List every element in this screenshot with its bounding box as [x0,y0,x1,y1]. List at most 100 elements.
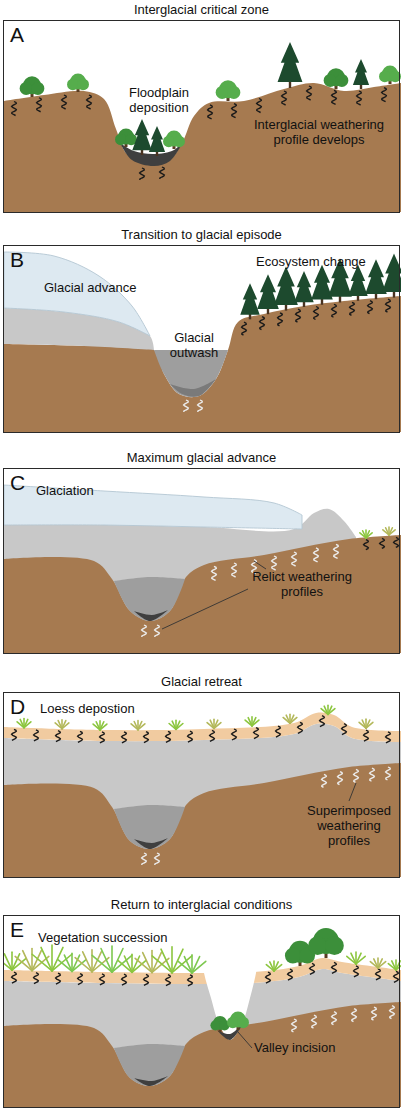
tree-crown [67,79,79,91]
tree-crown [335,74,348,87]
weathering-squiggle [364,540,369,550]
grass-blade [396,964,401,970]
weathering-squiggle [122,974,127,985]
weathering-squiggle [357,91,362,105]
weathering-squiggle [298,722,303,733]
grass-blade [58,721,62,729]
weathering-squiggle [372,1007,377,1020]
outwash-base [170,379,216,397]
annotation-label: Glaciation [36,483,156,498]
weathering-squiggle [307,86,312,100]
grass-blade [111,946,113,972]
conifer-tree [353,59,369,85]
weathering-squiggle [160,167,165,179]
grass-blade [124,956,132,972]
weathering-squiggle [354,966,359,977]
weathering-squiggle [212,566,217,580]
weathering-squiggle [254,728,259,739]
grass-blade [171,947,173,973]
tree-crown [324,74,337,87]
annotation-label: Loess depostion [40,701,190,716]
weathering-squiggle [37,98,42,112]
conifer-tree [240,283,259,314]
grass-blade [101,949,112,973]
leader-line [162,589,248,629]
incised-valley [200,946,260,1040]
tree-crown [325,936,344,955]
weathering-squiggle [314,548,319,562]
tree-crown [227,1017,239,1029]
conifer-tree [274,267,298,305]
weathering-squiggle [56,731,61,742]
weathering-squiggle [232,104,237,118]
weathering-squiggle [142,853,147,865]
weathering-squiggle [292,552,297,566]
grass-blade [152,956,172,973]
weathering-squiggle [332,962,337,973]
panel-letter: C [10,471,25,495]
weathering-squiggle [62,95,67,109]
grass-blade [274,965,282,971]
weathering-squiggle [314,307,319,320]
panel-box: Glacial retreatD [3,692,400,878]
weathering-squiggle [100,974,105,985]
grass-blade [96,722,100,730]
weathering-squiggle [12,972,17,983]
annotation-label: Vegetation succession [38,930,208,945]
weathering-squiggle [257,99,262,113]
grass-blade [24,722,31,728]
weathering-squiggle [350,302,355,315]
weathering-squiggle [144,732,149,743]
tree-crown [285,948,301,964]
conifer-tree [278,42,303,82]
weathering-squiggle [34,973,39,984]
grass-blade [374,959,378,968]
conifer-tree [149,126,165,152]
annotation-label: Superimposed weathering profiles [300,803,398,848]
annotation-label: Glacial advance [44,280,164,295]
leader-line [254,561,266,569]
panel-title: Return to interglacial conditions [4,897,399,913]
grass-blade [290,717,297,723]
grass-blade [214,723,221,729]
weathering-squiggle [394,971,399,982]
grass-blade [270,962,274,971]
grass-blade [252,720,259,726]
tree-crown [20,82,33,95]
weathering-squiggle [342,724,347,735]
grass-blade [143,953,152,973]
weathering-squiggle [155,625,160,637]
grass-blade [62,723,69,729]
weathering-squiggle [34,730,39,741]
weathering-squiggle [386,767,391,780]
panel-illustration [4,928,401,1107]
annotation-label: Glacial outwash [154,330,234,360]
weathering-squiggle [282,91,287,105]
weathering-squiggle [334,544,339,558]
weathering-squiggle [198,400,203,412]
grass-blade [362,720,366,728]
valley-fill [114,577,185,621]
grass-blade [112,949,123,973]
grass-blade [366,533,372,538]
tree-crown [379,71,391,83]
weathering-squiggle [376,969,381,980]
weathering-squiggle [386,732,391,743]
tree-crown [77,79,89,91]
weathering-squiggle [354,769,359,782]
panel-box: Interglacial critical zoneA [3,20,400,213]
weathering-squiggle [386,299,391,312]
weathering-squiggle [184,400,189,412]
leader-line [349,783,356,801]
soil-bedrock [4,535,401,653]
tree-crown [237,1017,249,1029]
panel-illustration [4,705,401,877]
grass-blade [4,954,12,970]
weathering-squiggle [288,969,293,980]
till-layer [4,969,401,1107]
weathering-squiggle [142,625,147,637]
conifer-tree [294,271,313,302]
conifer-tree [132,119,151,150]
weathering-squiggle [292,1019,297,1032]
